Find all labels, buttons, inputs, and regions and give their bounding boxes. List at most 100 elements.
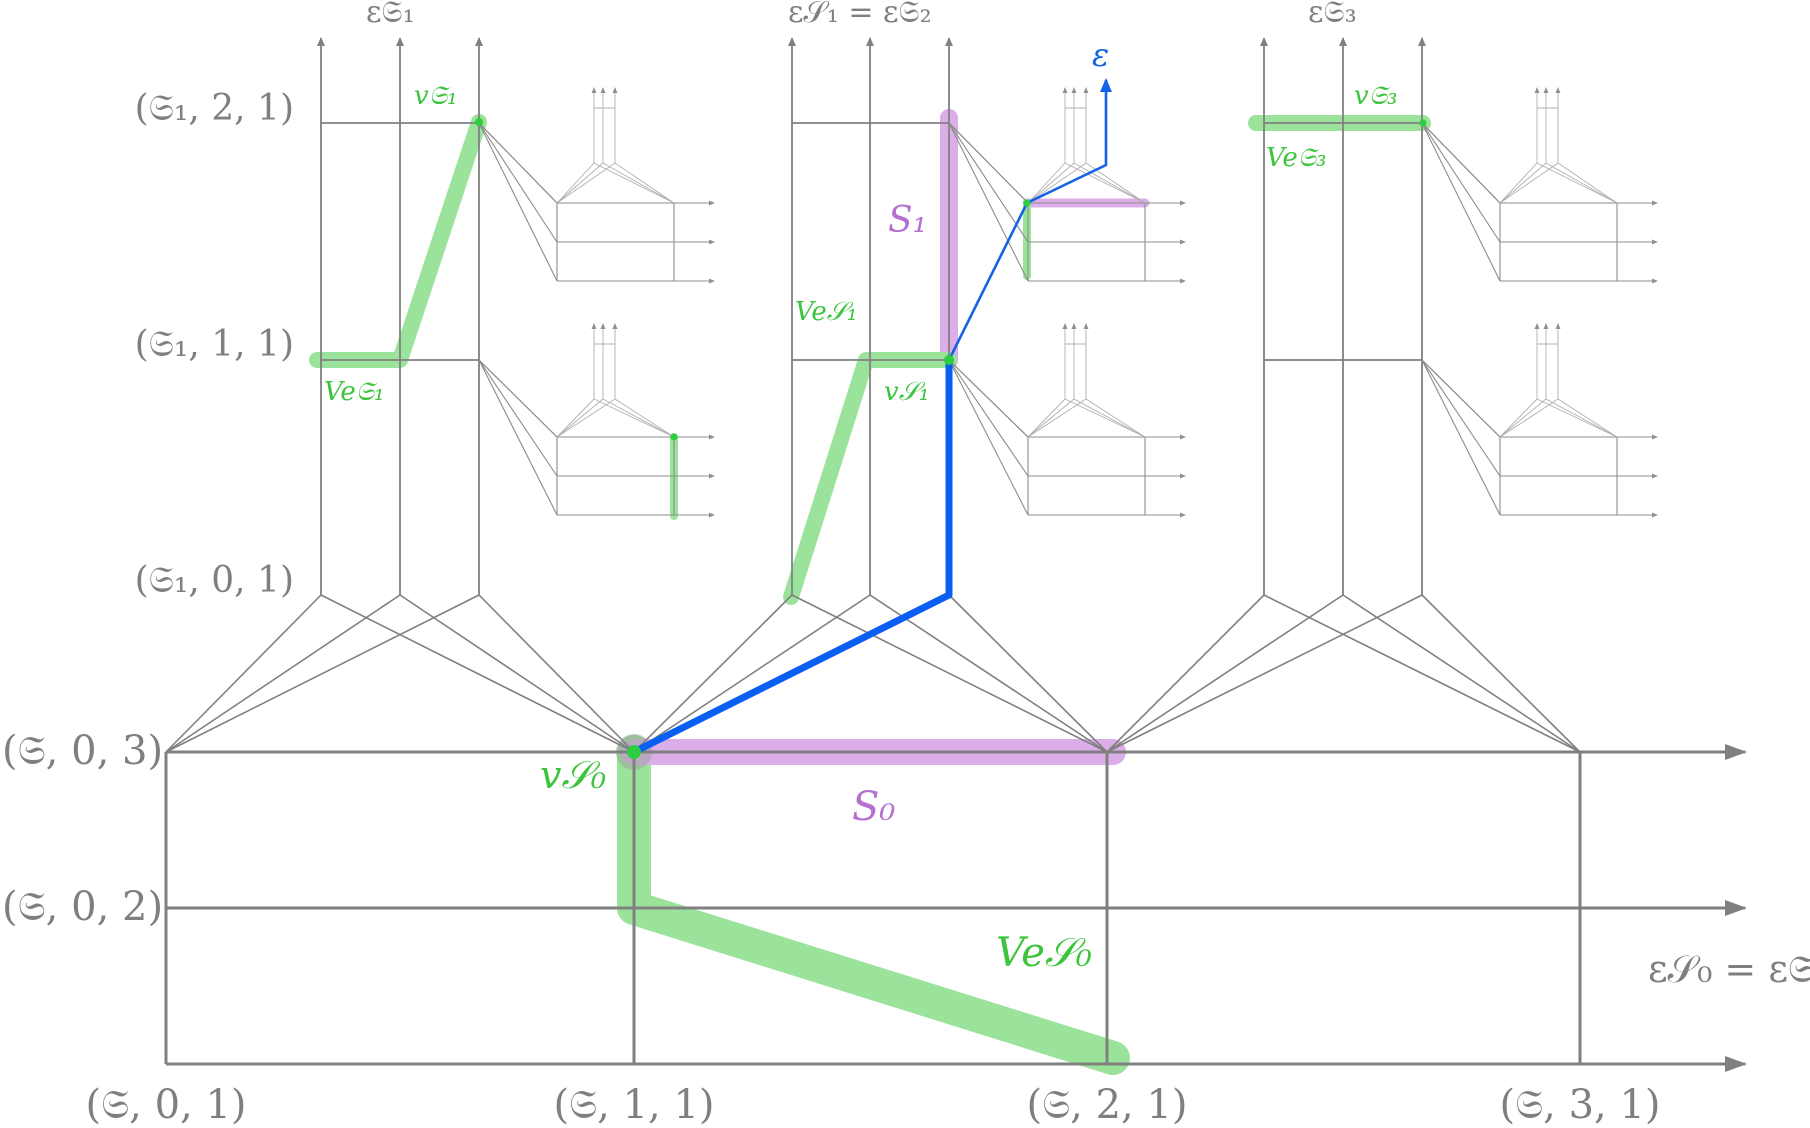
tiny-fan-line	[556, 398, 604, 438]
mini-fan-line	[1421, 122, 1501, 282]
tiny-fan-line	[602, 398, 675, 438]
tiny-fan-line	[1536, 398, 1618, 438]
label-V-efrak3: Ve𝔖₃	[1266, 143, 1326, 173]
mini-fan-line	[948, 122, 1029, 282]
tiny-fan-line	[1064, 398, 1146, 438]
tiny-fan-line	[593, 162, 675, 204]
tiny-fan-line	[556, 398, 595, 438]
tiny-fan-line	[1499, 162, 1547, 204]
label-V-es0: Ve𝒮₀	[996, 930, 1092, 976]
mini-fan-line	[948, 122, 1029, 204]
tiny-fan-line	[556, 398, 616, 438]
tiny-fan-line	[614, 398, 675, 438]
v-s0-point	[627, 745, 641, 759]
mini-fan-line	[478, 359, 558, 438]
fan-line	[948, 594, 1108, 753]
fan-line	[478, 594, 635, 753]
tiny-fan-line	[1545, 162, 1618, 204]
label-S0: S₀	[852, 784, 895, 830]
mini-fan-line	[478, 122, 558, 204]
label-top-3: ε𝔖₃	[1308, 0, 1357, 30]
epsilon-path-upper	[947, 78, 1112, 361]
tiny-fan-line	[1499, 162, 1538, 204]
tiny-fan-line	[1064, 162, 1146, 204]
mini-fan-line	[948, 359, 1029, 438]
fan-line	[165, 594, 480, 753]
fan-line	[165, 594, 322, 753]
label-top-2: ε𝒮₁ = ε𝔖₂	[788, 0, 932, 30]
tiny-fan-line	[1027, 162, 1087, 204]
v-s1-point	[944, 355, 954, 365]
label-y-s02: (𝔖, 0, 2)	[2, 884, 163, 930]
label-y-frak1-21: (𝔖₁, 2, 1)	[135, 88, 294, 129]
tiny-fan-line	[1499, 398, 1547, 438]
v-frak3-point	[1419, 119, 1427, 127]
label-V-efrak1: Ve𝔖₁	[324, 377, 384, 407]
mini-fan-line	[1421, 359, 1501, 516]
label-x-2: (𝔖, 2, 1)	[1026, 1082, 1187, 1128]
fan-line	[320, 594, 635, 753]
label-V-es1: Ve𝒮₁	[795, 297, 857, 327]
tiny-fan-line	[1027, 398, 1075, 438]
fan-line	[869, 594, 1108, 753]
fan-line	[791, 594, 1108, 753]
tiny-fan-line	[556, 162, 595, 204]
mini-fan-line	[478, 122, 558, 243]
mini-point-b	[1023, 199, 1031, 207]
tiny-fan-line	[1536, 162, 1618, 204]
fan-line	[1106, 594, 1265, 753]
tiny-fan-line	[1557, 162, 1618, 204]
label-v-frak3: v𝔖₃	[1354, 81, 1397, 111]
tiny-fan-line	[614, 162, 675, 204]
label-epsilon: ε	[1092, 36, 1109, 74]
tiny-fan-line	[1499, 398, 1559, 438]
tiny-fan-line	[1073, 162, 1146, 204]
label-top-1: ε𝔖₁	[366, 0, 415, 30]
fan-line	[1106, 594, 1423, 753]
label-v-frak1: v𝔖₁	[414, 81, 457, 111]
fan-line	[1263, 594, 1581, 753]
label-S1: S₁	[888, 200, 927, 241]
fan-line	[633, 594, 793, 753]
fan-line	[1421, 594, 1581, 753]
tiny-fan-line	[1499, 398, 1538, 438]
tiny-fan-line	[1027, 162, 1066, 204]
mini-fan-line	[478, 122, 558, 282]
mini-fan-line	[1421, 122, 1501, 204]
tiny-fan-line	[1027, 398, 1087, 438]
points-layer	[475, 118, 1427, 759]
mini-point-a	[670, 433, 678, 441]
tiny-fan-line	[1499, 162, 1559, 204]
tiny-fan-line	[1027, 398, 1066, 438]
V-efrak1-highlight	[309, 114, 487, 368]
tiny-fan-line	[1545, 398, 1618, 438]
mini-fan-line	[478, 359, 558, 516]
tiny-fan-line	[1557, 398, 1618, 438]
fan-line	[1342, 594, 1581, 753]
tiny-fan-line	[593, 398, 675, 438]
tiny-fan-line	[1073, 398, 1146, 438]
tiny-fan-line	[602, 162, 675, 204]
label-x-1: (𝔖, 1, 1)	[553, 1082, 714, 1128]
mini-fan-line	[948, 359, 1029, 477]
mini-fan-line	[1421, 359, 1501, 477]
fan-line	[399, 594, 635, 753]
tiny-fan-line	[1085, 398, 1146, 438]
tiny-fan-line	[556, 162, 604, 204]
label-v-s0: v𝒮₀	[540, 753, 606, 797]
tiny-fan-line	[1027, 162, 1075, 204]
label-v-s1: v𝒮₁	[884, 377, 929, 407]
mini-fan-line	[948, 122, 1029, 243]
mini-fan-line	[1421, 359, 1501, 438]
fan-line	[1106, 594, 1344, 753]
label-y-s03: (𝔖, 0, 3)	[2, 728, 163, 774]
epsilon-path-layer	[630, 78, 1112, 756]
v-frak1-point	[475, 118, 483, 126]
fan-line	[633, 594, 871, 753]
mini-fan-line	[1421, 122, 1501, 243]
label-y-frak1-11: (𝔖₁, 1, 1)	[135, 324, 294, 365]
grid-layer	[164, 37, 1747, 1072]
